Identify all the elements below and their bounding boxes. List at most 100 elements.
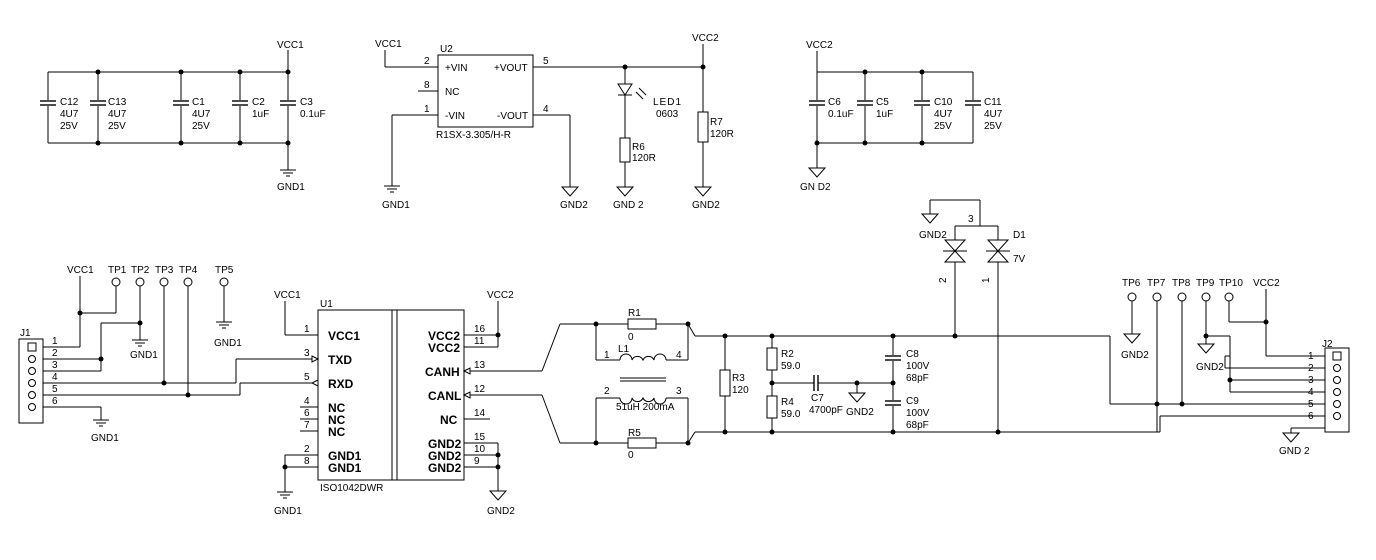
svg-text:3: 3	[52, 360, 58, 371]
svg-text:16: 16	[474, 324, 486, 335]
svg-text:25V: 25V	[934, 121, 952, 132]
svg-text:GND2: GND2	[428, 449, 462, 463]
vcc1-label: VCC1	[277, 40, 304, 51]
svg-text:GND1: GND1	[274, 506, 302, 517]
vcc2-decoupling-group: VCC2 GN D2 C6 0.1uF C5 1uF	[800, 40, 1003, 193]
svg-text:R3: R3	[732, 373, 745, 384]
u2-ref: U2	[440, 44, 453, 55]
svg-text:TP10: TP10	[1219, 278, 1243, 289]
svg-text:68pF: 68pF	[906, 373, 929, 384]
svg-text:120R: 120R	[632, 153, 656, 164]
c1-volt: 25V	[192, 121, 210, 132]
dcdc-converter-u2: VCC1 2 U2 +VIN 8 NC 1 -VIN GND1 +VOUT 5 …	[375, 33, 734, 211]
svg-text:4: 4	[543, 104, 549, 115]
svg-text:R7: R7	[710, 117, 723, 128]
c12-val: 4U7	[60, 109, 79, 120]
svg-text:TP9: TP9	[1196, 278, 1215, 289]
svg-text:4U7: 4U7	[934, 109, 953, 120]
svg-text:C10: C10	[934, 97, 953, 108]
svg-text:1: 1	[604, 350, 610, 361]
u2-gnd2: GND2	[560, 200, 588, 211]
svg-text:4U7: 4U7	[984, 109, 1003, 120]
svg-text:NC: NC	[328, 401, 346, 415]
svg-text:NC: NC	[328, 413, 346, 427]
led1-icon	[617, 83, 633, 96]
svg-text:GND2: GND2	[487, 506, 515, 517]
svg-text:TP6: TP6	[1122, 278, 1141, 289]
svg-text:5: 5	[304, 372, 310, 383]
svg-text:R1: R1	[628, 308, 641, 319]
c2-val: 1uF	[252, 109, 269, 120]
capacitor-c1: C1 4U7 25V	[172, 69, 211, 146]
svg-text:R6: R6	[632, 142, 645, 153]
svg-text:13: 13	[474, 360, 486, 371]
svg-text:TP2: TP2	[131, 265, 150, 276]
svg-text:VCC2: VCC2	[428, 329, 460, 343]
svg-text:5: 5	[52, 384, 58, 395]
svg-text:VCC2: VCC2	[1253, 278, 1280, 289]
svg-text:15: 15	[474, 432, 486, 443]
svg-text:68pF: 68pF	[906, 420, 929, 431]
svg-text:1uF: 1uF	[876, 109, 893, 120]
svg-text:3: 3	[304, 348, 310, 359]
svg-text:11: 11	[474, 336, 485, 347]
svg-text:100V: 100V	[906, 361, 930, 372]
svg-text:C11: C11	[984, 97, 1002, 108]
svg-text:51uH 200mA: 51uH 200mA	[616, 402, 675, 413]
gnd2-right-label: GN D2	[800, 182, 831, 193]
svg-text:GND1: GND1	[328, 461, 362, 475]
svg-text:1: 1	[981, 277, 992, 283]
svg-text:NC: NC	[445, 87, 459, 98]
svg-text:120R: 120R	[710, 129, 734, 140]
svg-text:VCC1: VCC1	[274, 290, 301, 301]
c3-val: 0.1uF	[300, 109, 326, 120]
svg-text:4: 4	[676, 350, 682, 361]
svg-text:VCC1: VCC1	[67, 265, 94, 276]
capacitor-c13: C13 4U7 25V	[89, 69, 127, 146]
svg-text:6: 6	[52, 396, 58, 407]
resistor-r1	[627, 318, 657, 330]
svg-text:TP7: TP7	[1147, 278, 1166, 289]
svg-text:GND2: GND2	[428, 437, 462, 451]
svg-text:2: 2	[304, 444, 310, 455]
svg-text:R5: R5	[628, 428, 641, 439]
c13-ref: C13	[108, 97, 127, 108]
tvs-diode-d1: GND2 3 2 1 D1 7V	[919, 199, 1026, 432]
resistor-r5	[627, 437, 657, 449]
svg-text:14: 14	[474, 408, 486, 419]
svg-text:GND2: GND2	[1196, 362, 1224, 373]
svg-text:VCC1: VCC1	[328, 329, 360, 343]
led-gnd2: GND 2	[613, 200, 644, 211]
vcc2-top-label: VCC2	[692, 33, 719, 44]
svg-text:100V: 100V	[906, 408, 930, 419]
svg-text:-VOUT: -VOUT	[497, 111, 528, 122]
led1-pkg: 0603	[656, 109, 679, 120]
svg-text:VCC2: VCC2	[428, 341, 460, 355]
svg-text:3: 3	[676, 386, 682, 397]
svg-text:1: 1	[304, 324, 310, 335]
svg-text:GND 2: GND 2	[1279, 446, 1310, 457]
svg-text:0: 0	[628, 450, 634, 461]
svg-text:NC: NC	[328, 425, 346, 439]
svg-text:TP1: TP1	[108, 265, 127, 276]
svg-text:GND1: GND1	[214, 338, 242, 349]
svg-text:0: 0	[628, 332, 634, 343]
u1-ref: U1	[320, 299, 333, 310]
inductor-l1-top	[619, 353, 667, 362]
vcc2-label: VCC2	[806, 40, 833, 51]
svg-text:8: 8	[424, 80, 430, 91]
u2-part: R1SX-3.305/H-R	[436, 130, 511, 141]
svg-text:CANL: CANL	[428, 389, 461, 403]
svg-text:-VIN: -VIN	[445, 111, 465, 122]
resistor-r7	[697, 111, 709, 143]
u1-part: ISO1042DWR	[320, 483, 383, 494]
capacitor-c3: C3 0.1uF	[279, 69, 326, 146]
svg-text:6: 6	[304, 408, 310, 419]
svg-text:RXD: RXD	[328, 377, 354, 391]
svg-text:L1: L1	[618, 344, 630, 355]
c2-ref: C2	[252, 97, 265, 108]
svg-text:TP3: TP3	[155, 265, 174, 276]
connector-j1: J1 1 2 3 4 5 6 GND1 VCC1 TP1 TP2	[18, 265, 318, 444]
svg-text:GND2: GND2	[428, 461, 462, 475]
